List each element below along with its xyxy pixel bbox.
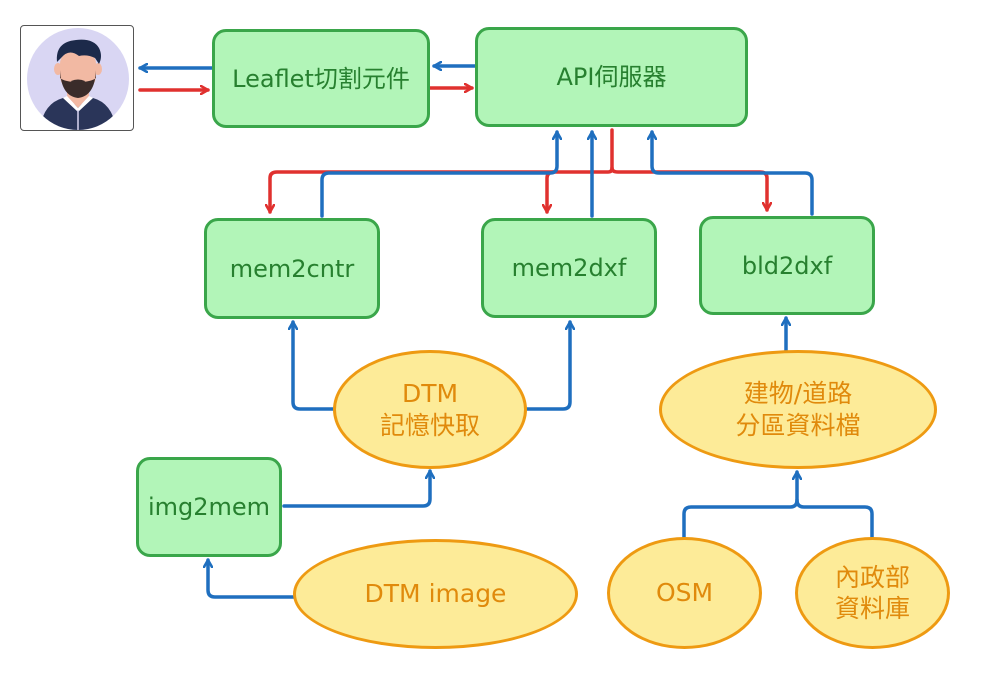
mem2cntr-to-api-arrow <box>320 130 557 218</box>
moi-to-building-road-arrow <box>795 498 874 542</box>
dtm-cache-line-2: 記憶快取 <box>379 410 480 440</box>
img2mem-to-dtm-cache-arrow <box>282 469 430 508</box>
api-server-box: API伺服器 <box>475 27 748 127</box>
osm-oval: OSM <box>607 537 762 649</box>
mem2cntr-label: mem2cntr <box>229 254 355 283</box>
building-road-line-1: 建物/道路 <box>743 379 853 409</box>
dtm-image-label: DTM image <box>364 579 507 609</box>
user-avatar <box>20 25 134 131</box>
leaflet-label: Leaflet切割元件 <box>232 64 410 93</box>
person-avatar-icon <box>27 28 129 130</box>
bld2dxf-box: bld2dxf <box>699 216 875 315</box>
bld2dxf-to-api-arrow <box>652 130 814 216</box>
leaflet-box: Leaflet切割元件 <box>212 29 430 128</box>
api-server-label: API伺服器 <box>556 63 667 91</box>
mem2dxf-label: mem2dxf <box>511 254 627 282</box>
dtm-image-to-img2mem-arrow <box>208 558 296 599</box>
img2mem-box: img2mem <box>136 457 282 557</box>
dtm-cache-to-mem2dxf-arrow <box>524 320 570 411</box>
moi-database-oval: 內政部 資料庫 <box>795 537 950 649</box>
dtm-cache-oval: DTM 記憶快取 <box>333 350 527 469</box>
dtm-cache-line-1: DTM <box>401 379 459 409</box>
moi-line-2: 資料庫 <box>834 594 910 623</box>
building-road-oval: 建物/道路 分區資料檔 <box>659 350 937 469</box>
dtm-image-oval: DTM image <box>293 539 578 649</box>
building-road-line-2: 分區資料檔 <box>735 410 861 440</box>
osm-to-building-road-arrow <box>682 470 797 542</box>
img2mem-label: img2mem <box>147 493 271 521</box>
mem2cntr-box: mem2cntr <box>204 218 380 319</box>
dtm-cache-to-mem2cntr-arrow <box>293 320 336 411</box>
osm-label: OSM <box>655 578 714 608</box>
mem2dxf-box: mem2dxf <box>481 218 657 318</box>
bld2dxf-label: bld2dxf <box>741 251 833 280</box>
moi-line-1: 內政部 <box>834 562 910 592</box>
